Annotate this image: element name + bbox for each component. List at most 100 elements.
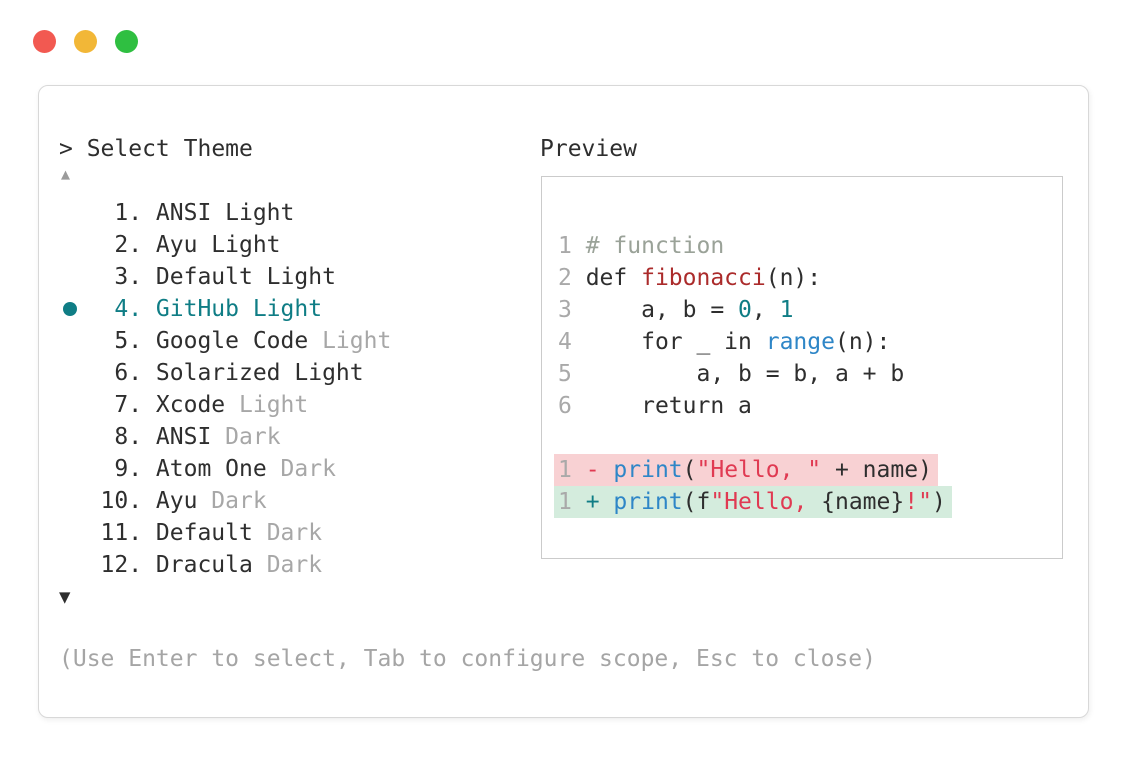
theme-name: ANSI [142, 424, 212, 450]
token-lnum: 1 [558, 489, 586, 515]
theme-number: 4. [114, 296, 143, 322]
token-str: - [585, 457, 614, 483]
theme-variant-muted: Light [225, 392, 309, 418]
code-line: 3 a, b = 0, 1 [558, 294, 952, 326]
scroll-up-icon[interactable]: ▲ [61, 165, 71, 183]
token-code: return a [585, 393, 752, 419]
token-code: (f [682, 489, 711, 515]
preview-heading: Preview [540, 136, 637, 162]
theme-variant-muted: Dark [211, 424, 281, 450]
close-button[interactable] [33, 30, 56, 53]
theme-name: Ayu [142, 488, 198, 514]
diff-highlight: 1 - print("Hello, " + name) [554, 454, 938, 486]
token-code: , [751, 297, 780, 323]
window-controls [33, 30, 138, 53]
theme-name: Google Code [142, 328, 309, 354]
theme-number: 9. [114, 456, 143, 482]
theme-name: Ayu Light [142, 232, 281, 258]
theme-number: 6. [114, 360, 143, 386]
select-theme-prompt: > Select Theme [59, 136, 253, 162]
token-code: {name} [821, 489, 905, 515]
theme-name: ANSI Light [142, 200, 295, 226]
theme-number: 2. [114, 232, 143, 258]
gutter [59, 357, 87, 389]
token-code: def [585, 265, 642, 291]
token-teal: 0 [738, 297, 752, 323]
code-line: 2 def fibonacci(n): [558, 262, 952, 294]
theme-item-ayu[interactable]: 10. Ayu Dark [59, 485, 391, 517]
gutter [59, 325, 87, 357]
diff-added-line: 1 + print(f"Hello, {name}!") [554, 486, 952, 518]
theme-number: 12. [100, 552, 143, 578]
theme-name: Atom One [142, 456, 267, 482]
code-line: 5 a, b = b, a + b [558, 358, 952, 390]
theme-number: 3. [114, 264, 143, 290]
theme-name: Dracula [142, 552, 253, 578]
token-code: a, b = b, a + b [585, 361, 905, 387]
code-line [558, 422, 952, 454]
theme-item-ansi-light[interactable]: 1. ANSI Light [59, 197, 391, 229]
gutter [59, 517, 87, 549]
token-code: for _ in [585, 329, 766, 355]
token-blu: print [613, 489, 683, 515]
theme-item-xcode[interactable]: 7. Xcode Light [59, 389, 391, 421]
theme-variant-muted: Dark [197, 488, 267, 514]
gutter [59, 453, 87, 485]
selected-dot-icon [63, 302, 77, 316]
gutter [59, 421, 87, 453]
theme-number: 7. [114, 392, 143, 418]
theme-variant-muted: Dark [252, 552, 323, 578]
token-blu: range [765, 329, 835, 355]
theme-number: 8. [114, 424, 143, 450]
token-lnum: 1 [558, 233, 586, 259]
token-com: # function [585, 233, 725, 259]
code-line: 4 for _ in range(n): [558, 326, 952, 358]
minimize-button[interactable] [74, 30, 97, 53]
token-lnum: 6 [558, 393, 586, 419]
diff-removed-line: 1 - print("Hello, " + name) [554, 454, 952, 486]
theme-item-ayu-light[interactable]: 2. Ayu Light [59, 229, 391, 261]
token-lnum: 4 [558, 329, 586, 355]
theme-number: 5. [114, 328, 143, 354]
zoom-button[interactable] [115, 30, 138, 53]
theme-name: Default Light [142, 264, 336, 290]
token-lnum: 2 [558, 265, 586, 291]
token-code: + name) [821, 457, 932, 483]
token-code: (n): [834, 329, 891, 355]
theme-item-default-light[interactable]: 3. Default Light [59, 261, 391, 293]
token-code: a, b = [585, 297, 739, 323]
theme-item-atom-one[interactable]: 9. Atom One Dark [59, 453, 391, 485]
theme-variant-muted: Dark [252, 520, 323, 546]
help-text: (Use Enter to select, Tab to configure s… [59, 646, 876, 672]
theme-name: Xcode [142, 392, 226, 418]
code-line: 1 # function [558, 230, 952, 262]
token-code: ) [931, 489, 946, 515]
token-lnum: 3 [558, 297, 586, 323]
theme-name: GitHub Light [142, 296, 323, 322]
scroll-down-icon[interactable]: ▼ [59, 586, 71, 608]
theme-item-solarized-light[interactable]: 6. Solarized Light [59, 357, 391, 389]
theme-name: Default [142, 520, 253, 546]
theme-item-google-code[interactable]: 5. Google Code Light [59, 325, 391, 357]
token-str: !" [904, 489, 932, 515]
token-lnum: 5 [558, 361, 586, 387]
theme-number: 10. [100, 488, 143, 514]
gutter [59, 485, 87, 517]
theme-variant-muted: Dark [266, 456, 336, 482]
gutter [59, 229, 87, 261]
theme-item-ansi[interactable]: 8. ANSI Dark [59, 421, 391, 453]
theme-item-github-light[interactable]: 4. GitHub Light [59, 293, 391, 325]
token-blu: print [613, 457, 683, 483]
theme-variant-muted: Light [308, 328, 392, 354]
theme-item-dracula[interactable]: 12. Dracula Dark [59, 549, 391, 581]
diff-highlight: 1 + print(f"Hello, {name}!") [554, 486, 952, 518]
token-lnum: 1 [558, 457, 586, 483]
gutter [59, 389, 87, 421]
gutter [59, 549, 87, 581]
theme-item-default[interactable]: 11. Default Dark [59, 517, 391, 549]
token-code: ( [682, 457, 697, 483]
